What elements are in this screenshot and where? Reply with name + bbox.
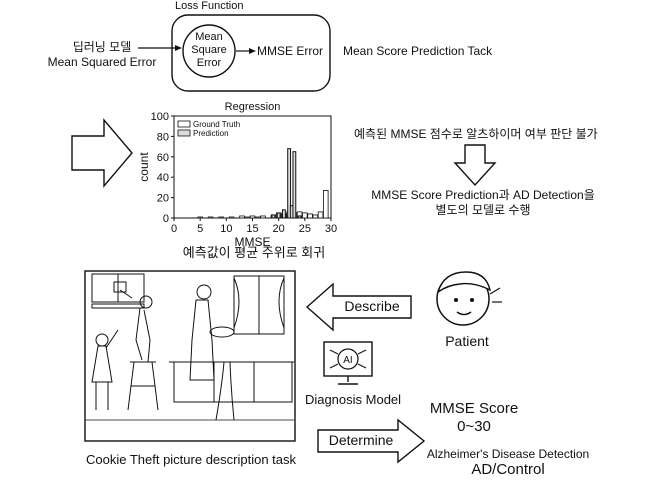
x-tick-label: 0 xyxy=(171,223,177,235)
ai-monitor-icon: AI xyxy=(323,341,373,385)
arrow-right-icon xyxy=(71,118,133,188)
chart-title: Regression xyxy=(225,101,281,113)
solution-text: MMSE Score Prediction과 AD Detection을 별도의… xyxy=(348,188,618,218)
regression-caption: 예측값이 평균 주위로 회귀 xyxy=(182,245,326,260)
x-tick-label: 20 xyxy=(273,223,285,235)
ground-truth-bar xyxy=(218,216,224,219)
x-tick-label: 30 xyxy=(325,223,337,235)
x-tick-label: 5 xyxy=(197,223,203,235)
diagnosis-model-label: Diagnosis Model xyxy=(304,392,402,407)
legend-label: Ground Truth xyxy=(193,120,240,129)
cookie-theft-caption: Cookie Theft picture description task xyxy=(85,452,297,467)
patient-icon xyxy=(436,271,502,326)
ground-truth-bar xyxy=(307,213,313,219)
ground-truth-bar xyxy=(323,190,329,219)
mse-line-square: Square xyxy=(191,44,227,56)
prediction-bar xyxy=(292,151,297,219)
mse-circle xyxy=(182,24,236,78)
ad-output: Alzheimer's Disease Detection AD/Control xyxy=(418,446,598,478)
x-tick-label: 10 xyxy=(220,223,232,235)
ai-badge: AI xyxy=(343,355,352,366)
ground-truth-bar xyxy=(197,216,203,219)
ad-detection-label: Alzheimer's Disease Detection xyxy=(426,447,590,461)
loss-function-title: Loss Function xyxy=(175,0,244,12)
prediction-bar xyxy=(281,209,286,219)
arrow-left-icon xyxy=(305,282,412,332)
ground-truth-bar xyxy=(228,216,235,219)
ground-truth-bar xyxy=(239,215,245,219)
arrow-down-icon xyxy=(453,144,497,187)
y-tick-label: 20 xyxy=(157,193,169,205)
ground-truth-bar xyxy=(249,215,256,219)
input-arrow-head xyxy=(175,45,182,51)
dl-model-label: 딥러닝 모델 Mean Squared Error xyxy=(44,40,160,70)
ground-truth-bar xyxy=(254,216,261,219)
ground-truth-bar xyxy=(244,216,251,219)
legend-swatch xyxy=(177,129,191,137)
loss-box-diagram xyxy=(138,14,331,92)
ground-truth-bar xyxy=(302,212,308,219)
ground-truth-bar xyxy=(312,214,319,219)
mmse-range-label: 0~30 xyxy=(457,418,491,435)
x-tick-label: 15 xyxy=(246,223,258,235)
prediction-limit-note: 예측된 MMSE 점수로 알츠하이머 여부 판단 불가 xyxy=(354,127,598,141)
ad-control-label: AD/Control xyxy=(471,461,545,478)
loss-function-box xyxy=(171,14,331,92)
mse-line-mean: Mean xyxy=(195,31,223,43)
mmse-output: MMSE Score 0~30 xyxy=(414,400,534,436)
mmse-error-label: MMSE Error xyxy=(257,44,323,58)
y-axis-label: count xyxy=(137,152,151,182)
y-tick-label: 40 xyxy=(157,172,169,184)
mse-circle-text: Mean Square Error xyxy=(183,31,235,70)
circle-arrow-head xyxy=(249,48,256,54)
y-tick-label: 100 xyxy=(151,111,169,123)
describe-label: Describe xyxy=(344,298,400,314)
y-tick-label: 60 xyxy=(157,152,169,164)
prediction-bar xyxy=(297,215,302,219)
y-tick-label: 80 xyxy=(157,131,169,143)
ground-truth-bar xyxy=(207,216,214,219)
legend-swatch xyxy=(177,120,191,128)
dl-model-korean: 딥러닝 모델 xyxy=(72,40,132,54)
solution-line-1: MMSE Score Prediction과 AD Detection을 xyxy=(371,188,595,202)
mse-line-error: Error xyxy=(196,57,222,69)
legend-label: Prediction xyxy=(193,129,229,138)
x-tick-label: 25 xyxy=(299,223,311,235)
ground-truth-bar xyxy=(260,215,266,219)
mean-score-task-label: Mean Score Prediction Tack xyxy=(343,44,493,58)
prediction-bar xyxy=(271,214,276,219)
patient-label: Patient xyxy=(445,333,489,349)
cookie-theft-picture xyxy=(84,270,296,442)
arrow-right-determine-icon xyxy=(317,418,426,464)
x-axis-label: MMSE xyxy=(235,235,271,249)
solution-line-2: 별도의 모델로 수행 xyxy=(435,203,531,217)
y-tick-label: 0 xyxy=(163,213,169,225)
ground-truth-bar xyxy=(317,211,324,219)
prediction-bar xyxy=(276,212,281,219)
prediction-bar xyxy=(287,148,292,219)
mse-label: Mean Squared Error xyxy=(47,55,157,69)
mmse-score-label: MMSE Score xyxy=(429,400,519,417)
determine-label: Determine xyxy=(328,432,394,448)
